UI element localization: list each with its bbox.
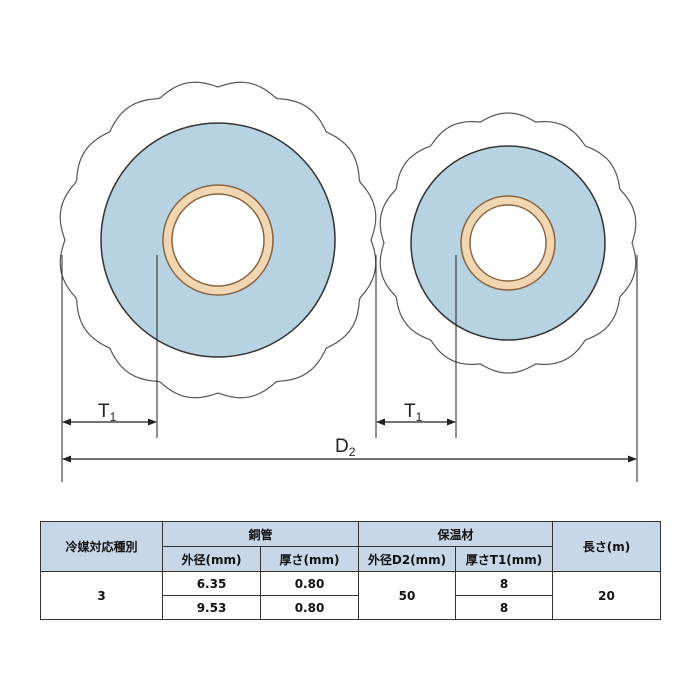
header-length: 長さ(m)	[552, 521, 662, 572]
t1-label-right: T1	[404, 401, 423, 424]
cell-insulation-thickness-1: 8	[455, 571, 554, 596]
cell-length: 20	[552, 571, 662, 620]
cell-insulation-thickness-2: 8	[455, 595, 554, 620]
header-insulation-thickness: 厚さT1(mm)	[455, 546, 554, 572]
cell-insulation-od: 50	[358, 571, 457, 620]
pipe-spec-table: 冷媒対応種別 銅管 保温材 長さ(m) 外径(mm) 厚さ(mm) 外径D2(m…	[40, 521, 662, 620]
t1-label-left: T1	[98, 401, 117, 424]
header-copper-outer-diameter: 外径(mm)	[162, 546, 261, 572]
d2-label: D2	[335, 436, 356, 459]
header-copper-pipe: 銅管	[161, 521, 360, 547]
cell-copper-od-1: 6.35	[162, 571, 261, 596]
header-insulation: 保温材	[358, 521, 554, 547]
cell-copper-thickness-1: 0.80	[259, 571, 360, 596]
header-copper-thickness: 厚さ(mm)	[259, 546, 360, 572]
large-pipe-bore	[171, 193, 265, 287]
header-refrigerant-type: 冷媒対応種別	[40, 521, 163, 572]
header-insulation-outer-diameter: 外径D2(mm)	[358, 546, 457, 572]
cell-copper-od-2: 9.53	[162, 595, 261, 620]
cell-refrigerant-type: 3	[40, 571, 163, 620]
pipe-cross-section-diagram: T1 T1 D2	[59, 81, 638, 482]
small-pipe-bore	[469, 204, 547, 282]
cell-copper-thickness-2: 0.80	[259, 595, 360, 620]
